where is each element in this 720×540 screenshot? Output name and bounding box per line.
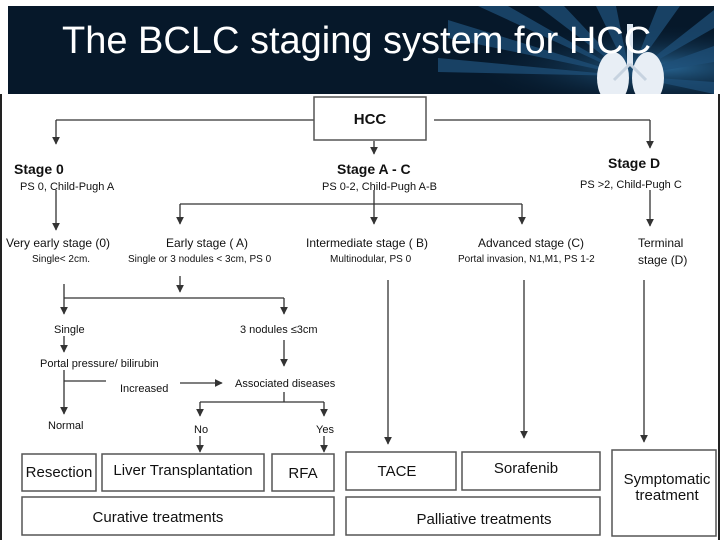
symptomatic-line2: treatment <box>635 487 699 504</box>
early-title: Early stage ( A) <box>166 236 248 250</box>
very-early-detail: Single< 2cm. <box>32 254 90 265</box>
advanced-detail: Portal invasion, N1,M1, PS 1-2 <box>458 254 595 265</box>
symptomatic-line1: Symptomatic <box>624 471 711 488</box>
early-detail: Single or 3 nodules < 3cm, PS 0 <box>128 254 272 265</box>
decision-no: No <box>194 424 208 436</box>
liver-transplantation-label: Liver Transplantation <box>113 462 252 479</box>
stageD-detail: PS >2, Child-Pugh C <box>580 179 682 191</box>
tace-label: TACE <box>378 463 417 480</box>
resection-label: Resection <box>26 464 93 481</box>
slide-title: The BCLC staging system for HCC <box>62 20 652 62</box>
symptomatic-box <box>611 449 717 537</box>
intermediate-detail: Multinodular, PS 0 <box>330 254 412 265</box>
flowchart-area: HCC Stage 0 PS 0, Child-Pugh A Stage A -… <box>0 94 720 540</box>
terminal-line1: Terminal <box>638 236 683 250</box>
banner-background <box>8 6 714 94</box>
sorafenib-label: Sorafenib <box>494 460 558 477</box>
decision-associated-diseases: Associated diseases <box>235 378 336 390</box>
bclc-flowchart: HCC Stage 0 PS 0, Child-Pugh A Stage A -… <box>6 96 717 537</box>
decision-portal-pressure: Portal pressure/ bilirubin <box>40 358 159 370</box>
terminal-line2: stage (D) <box>638 253 687 267</box>
resection-box <box>21 453 97 492</box>
hcc-label: HCC <box>354 111 387 128</box>
stage0-detail: PS 0, Child-Pugh A <box>20 181 115 193</box>
rfa-label: RFA <box>288 465 317 482</box>
palliative-label: Palliative treatments <box>416 511 551 528</box>
connectors <box>52 119 654 453</box>
lung-bronchi-icon <box>597 24 664 94</box>
stage0-title: Stage 0 <box>14 161 64 177</box>
tace-box <box>345 451 457 491</box>
decision-increased: Increased <box>120 383 168 395</box>
decision-normal: Normal <box>48 420 83 432</box>
decision-3-nodules: 3 nodules ≤3cm <box>240 324 318 336</box>
stageAC-title: Stage A - C <box>337 161 411 177</box>
curative-label: Curative treatments <box>93 509 224 526</box>
hcc-box <box>313 96 427 141</box>
title-banner: The BCLC staging system for HCC <box>8 6 714 94</box>
very-early-title: Very early stage (0) <box>6 236 110 250</box>
stageAC-detail: PS 0-2, Child-Pugh A-B <box>322 181 437 193</box>
decision-yes: Yes <box>316 424 334 436</box>
palliative-box <box>345 496 601 536</box>
liver-transplantation-box <box>101 453 265 492</box>
sorafenib-box <box>461 451 601 491</box>
rfa-box <box>271 453 335 492</box>
curative-box <box>21 496 335 536</box>
advanced-title: Advanced stage (C) <box>478 236 584 250</box>
decision-single: Single <box>54 324 85 336</box>
intermediate-title: Intermediate stage ( B) <box>306 236 428 250</box>
stageD-title: Stage D <box>608 155 660 171</box>
